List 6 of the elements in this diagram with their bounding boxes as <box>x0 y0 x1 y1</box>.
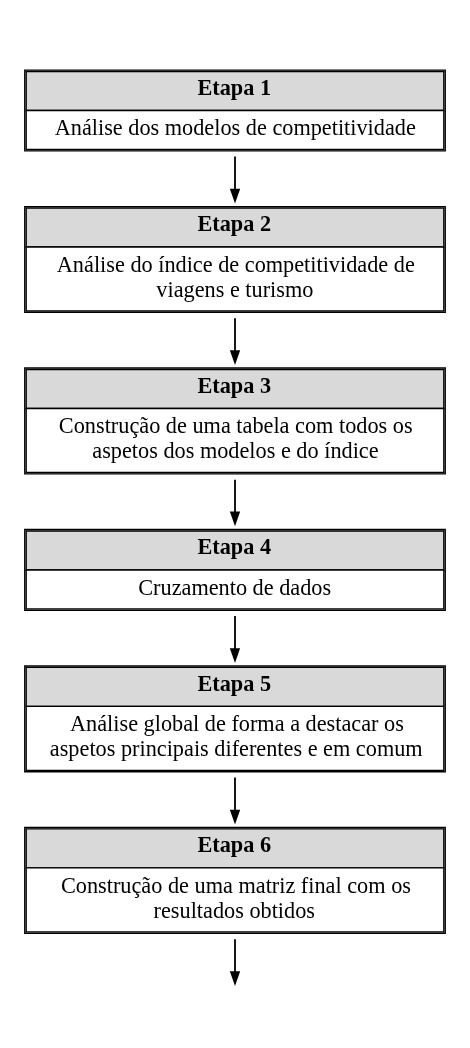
arrow <box>229 316 241 365</box>
arrow <box>229 155 241 203</box>
arrow <box>229 776 241 825</box>
arrow <box>229 478 241 526</box>
arrow <box>229 614 241 663</box>
arrow <box>229 937 241 986</box>
